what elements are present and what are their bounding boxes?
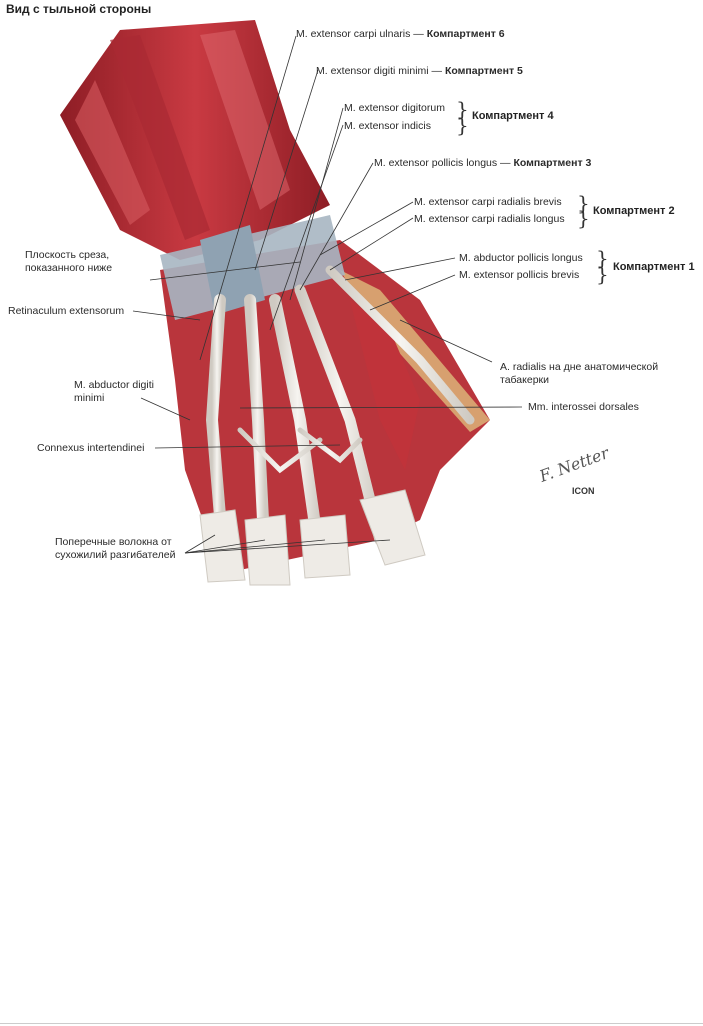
compartment-6: Компартмент 6 [426, 28, 505, 40]
label-ecu: M. extensor carpi ulnaris — Компартмент … [296, 28, 505, 40]
label-ecrb: M. extensor carpi radialis brevis [414, 196, 562, 208]
brace-c2b: } [577, 206, 590, 230]
brace-c4: } [456, 97, 469, 121]
label-epb: M. extensor pollicis brevis [459, 269, 580, 281]
hand-body [160, 240, 490, 570]
label-interossei: Mm. interossei dorsales [528, 401, 639, 413]
brace-c4b: } [456, 113, 469, 137]
label-retinaculum: Retinaculum extensorum [8, 305, 125, 317]
forearm-muscles [60, 20, 330, 260]
label-adm-1: M. abductor digiti [74, 379, 154, 391]
compartment-5: Компартмент 5 [444, 65, 523, 77]
compartment-3: Компартмент 3 [513, 157, 592, 169]
page-title: Вид с тыльной стороны [6, 2, 152, 16]
label-plane-1: Плоскость среза, [25, 249, 110, 261]
label-plane-2: показанного ниже [25, 262, 113, 274]
label-ecrl: M. extensor carpi radialis longus [414, 213, 565, 225]
label-apl: M. abductor pollicis longus [459, 252, 583, 264]
label-radialis-1: A. radialis на дне анатомической [500, 361, 659, 373]
label-connexus: Connexus intertendinei [37, 442, 145, 454]
label-radialis-2: табакерки [500, 374, 549, 386]
page-bottom-divider [0, 1023, 703, 1024]
brace-c1b: } [596, 262, 609, 286]
compartment-4: Компартмент 4 [472, 110, 554, 122]
compartment-2: Компартмент 2 [593, 205, 675, 217]
leader-lines [132, 35, 523, 554]
label-edm: M. extensor digiti minimi — Компартмент … [316, 65, 523, 77]
finger-bases [199, 489, 426, 586]
label-epl: M. extensor pollicis longus — Компартмен… [374, 157, 592, 169]
label-ei: M. extensor indicis [344, 120, 431, 132]
label-adm-2: minimi [74, 392, 105, 404]
brace-c2: } [577, 191, 590, 215]
brace-c1: } [596, 246, 609, 270]
label-fibers-2: сухожилий разгибателей [55, 549, 176, 561]
label-fibers-1: Поперечные волокна от [55, 536, 172, 548]
label-ed: M. extensor digitorum [344, 102, 445, 114]
publisher-logo: ICON [572, 486, 595, 496]
compartment-1: Компартмент 1 [613, 261, 695, 273]
